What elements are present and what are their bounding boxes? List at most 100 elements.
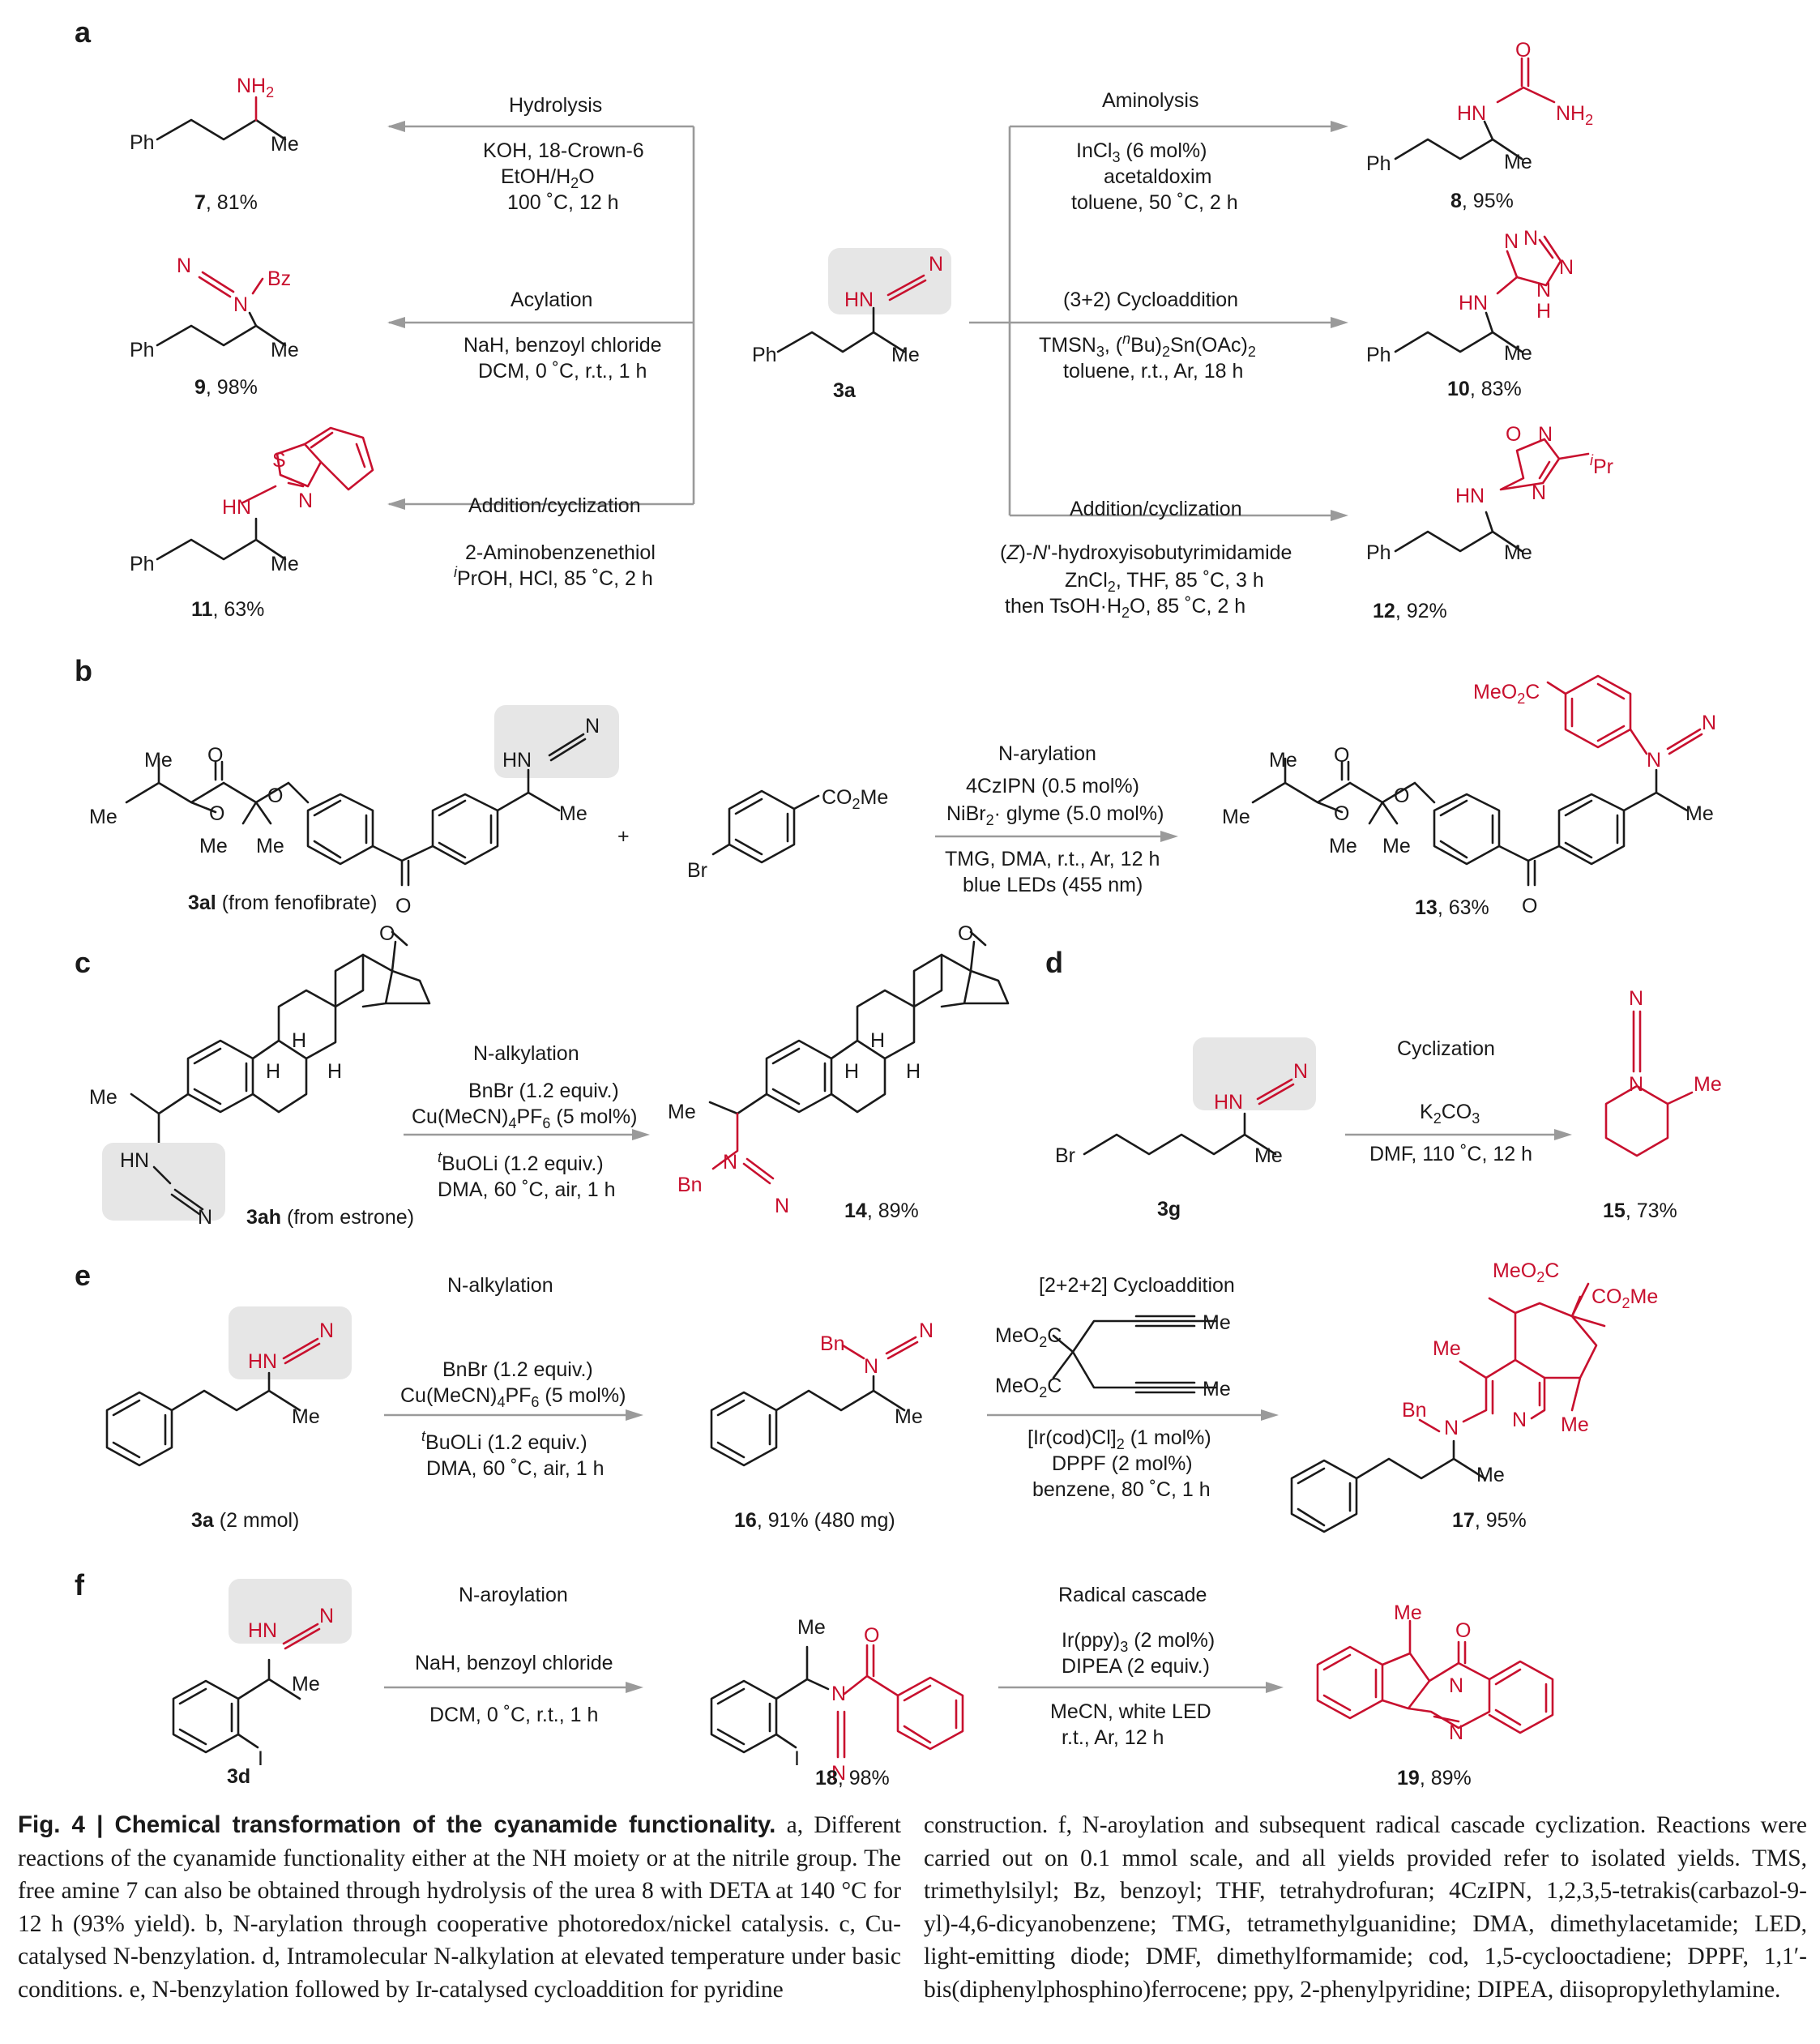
conditions-radical-cascade: Radical cascade Ir(ppy)3 (2 mol%) DIPEA …: [1050, 1584, 1215, 1749]
svg-text:toluene, r.t., Ar, 18 h: toluene, r.t., Ar, 18 h: [1063, 360, 1243, 383]
svg-text:Aminolysis: Aminolysis: [1102, 89, 1198, 112]
conditions-n-alkylation-e: N-alkylation BnBr (1.2 equiv.) Cu(MeCN)4…: [400, 1274, 626, 1480]
svg-text:O: O: [1334, 744, 1349, 767]
svg-text:O: O: [958, 922, 973, 945]
svg-text:Me: Me: [1382, 835, 1411, 857]
svg-text:KOH, 18-Crown-6: KOH, 18-Crown-6: [483, 139, 644, 162]
svg-text:S: S: [272, 449, 286, 472]
compound-3a-2mmol: HN N Me 3a (2 mmol): [105, 1306, 352, 1532]
svg-text:Me: Me: [1222, 806, 1250, 828]
panel-label-a: a: [75, 15, 92, 49]
conditions-cyclization: Cyclization K2CO3 DMF, 110 ˚C, 12 h: [1369, 1037, 1532, 1165]
svg-text:O: O: [1394, 785, 1409, 807]
svg-text:9, 98%: 9, 98%: [194, 376, 258, 399]
svg-text:H: H: [292, 1029, 306, 1052]
svg-text:N: N: [1629, 987, 1643, 1010]
label-3a: 3a: [833, 379, 857, 402]
reaction-scheme: a b c d e f HN N Ph Me 3a Hydrolysis KOH…: [75, 15, 1722, 1790]
svg-text:H: H: [327, 1060, 342, 1083]
compound-14: N Bn N Me H H H O 14, 89%: [668, 922, 1010, 1222]
panel-label-b: b: [75, 654, 92, 687]
conditions-n-arylation: N-arylation 4CzIPN (0.5 mol%) NiBr2· gly…: [945, 742, 1164, 896]
svg-text:Radical cascade: Radical cascade: [1058, 1584, 1207, 1606]
compound-3a: HN N Ph Me 3a: [752, 248, 951, 402]
cyanamide-highlight: [828, 248, 951, 314]
svg-text:MeO2C: MeO2C: [995, 1375, 1062, 1400]
compound-8: HN O NH2 Ph Me 8, 95%: [1366, 39, 1593, 212]
svg-text:Me: Me: [895, 1405, 923, 1428]
svg-text:11, 63%: 11, 63%: [191, 598, 264, 621]
svg-text:HN: HN: [844, 289, 874, 311]
compound-19: N N O Me 19, 89%: [1316, 1601, 1554, 1790]
svg-text:Me: Me: [292, 1673, 320, 1695]
svg-text:N-alkylation: N-alkylation: [473, 1042, 579, 1065]
svg-text:toluene, 50 ˚C, 2 h: toluene, 50 ˚C, 2 h: [1071, 191, 1238, 214]
svg-text:O: O: [207, 744, 223, 767]
svg-text:N-alkylation: N-alkylation: [447, 1274, 553, 1297]
svg-text:acetaldoxim: acetaldoxim: [1104, 165, 1211, 188]
svg-text:MeO2C: MeO2C: [1473, 681, 1540, 707]
svg-text:Bn: Bn: [677, 1174, 703, 1196]
svg-text:[2+2+2] Cycloaddition: [2+2+2] Cycloaddition: [1039, 1274, 1235, 1297]
svg-text:MeO2C: MeO2C: [1493, 1259, 1559, 1285]
svg-text:InCl3 (6 mol%): InCl3 (6 mol%): [1076, 139, 1207, 165]
compound-15: N N Me 15, 73%: [1603, 987, 1722, 1222]
svg-text:O: O: [864, 1624, 879, 1647]
svg-text:Br: Br: [1055, 1144, 1075, 1167]
arrowhead: [387, 121, 405, 132]
svg-text:Bn: Bn: [820, 1332, 845, 1355]
panel-label-e: e: [75, 1259, 91, 1292]
svg-text:NH2: NH2: [237, 75, 274, 100]
svg-text:Addition/cyclization: Addition/cyclization: [1070, 498, 1242, 520]
svg-text:3al (from fenofibrate): 3al (from fenofibrate): [188, 892, 377, 914]
svg-text:2-Aminobenzenethiol: 2-Aminobenzenethiol: [465, 541, 656, 564]
reaction-arrows-right: [969, 125, 1345, 517]
caption-label: Fig. 4 | Chemical transformation of the …: [18, 1811, 776, 1838]
svg-text:Ph: Ph: [130, 339, 155, 361]
svg-text:HN: HN: [502, 749, 532, 772]
svg-text:H: H: [1536, 300, 1551, 323]
svg-text:Me: Me: [1203, 1311, 1231, 1334]
svg-text:Me: Me: [1329, 835, 1357, 857]
label-3d: 3d: [227, 1765, 250, 1788]
arrowhead: [387, 317, 405, 328]
svg-text:N: N: [1647, 749, 1661, 772]
svg-text:Ph: Ph: [130, 131, 155, 154]
svg-text:Me: Me: [199, 835, 228, 857]
svg-text:benzene, 80 ˚C, 1 h: benzene, 80 ˚C, 1 h: [1032, 1478, 1211, 1501]
svg-text:TMSN3, (nBu)2Sn(OAc)2: TMSN3, (nBu)2Sn(OAc)2: [1039, 331, 1256, 360]
svg-text:3a (2 mmol): 3a (2 mmol): [191, 1509, 299, 1532]
svg-text:Me: Me: [1254, 1144, 1283, 1167]
svg-text:10, 83%: 10, 83%: [1447, 378, 1522, 400]
arrowhead: [632, 1129, 650, 1140]
svg-text:Bn: Bn: [1402, 1399, 1427, 1422]
svg-text:O: O: [1455, 1619, 1471, 1642]
svg-text:Me: Me: [271, 133, 299, 156]
compound-7: NH2 Ph Me 7, 81%: [130, 75, 299, 214]
svg-text:O: O: [1522, 895, 1537, 917]
svg-text:Addition/cyclization: Addition/cyclization: [468, 494, 641, 517]
svg-text:N: N: [198, 1206, 212, 1229]
svg-text:Me: Me: [271, 553, 299, 575]
svg-text:DMA, 60 ˚C, air, 1 h: DMA, 60 ˚C, air, 1 h: [426, 1457, 605, 1480]
svg-text:DCM, 0 ˚C, r.t., 1 h: DCM, 0 ˚C, r.t., 1 h: [429, 1704, 598, 1726]
svg-text:N: N: [1523, 227, 1538, 250]
svg-text:15, 73%: 15, 73%: [1603, 1199, 1677, 1222]
svg-text:O: O: [1515, 39, 1531, 62]
conditions-2-2-2-cycloaddition: [2+2+2] Cycloaddition MeO2C MeO2C Me Me …: [995, 1274, 1235, 1501]
svg-text:MeCN, white LED: MeCN, white LED: [1050, 1700, 1211, 1723]
svg-text:ZnCl2, THF, 85 ˚C, 3 h: ZnCl2, THF, 85 ˚C, 3 h: [1065, 569, 1264, 595]
svg-text:NaH, benzoyl chloride: NaH, benzoyl chloride: [415, 1652, 613, 1674]
svg-text:r.t., Ar, 12 h: r.t., Ar, 12 h: [1062, 1726, 1164, 1749]
conditions-n-alkylation-c: N-alkylation BnBr (1.2 equiv.) Cu(MeCN)4…: [412, 1042, 637, 1201]
svg-text:then TsOH·H2O, 85 ˚C, 2 h: then TsOH·H2O, 85 ˚C, 2 h: [1005, 595, 1245, 621]
svg-text:N: N: [1512, 1409, 1527, 1431]
caption-text-right: construction. f, N-aroylation and subseq…: [924, 1812, 1807, 2003]
compound-3ah: HN N Me H H H O 3ah (from estrone): [89, 922, 431, 1229]
label-3g: 3g: [1157, 1198, 1181, 1221]
svg-text:Ph: Ph: [1366, 344, 1391, 366]
svg-text:N-aroylation: N-aroylation: [459, 1584, 568, 1606]
svg-text:N: N: [831, 1762, 846, 1785]
conditions-acylation: Acylation NaH, benzoyl chloride DCM, 0 ˚…: [464, 289, 662, 383]
svg-text:Me: Me: [256, 835, 284, 857]
